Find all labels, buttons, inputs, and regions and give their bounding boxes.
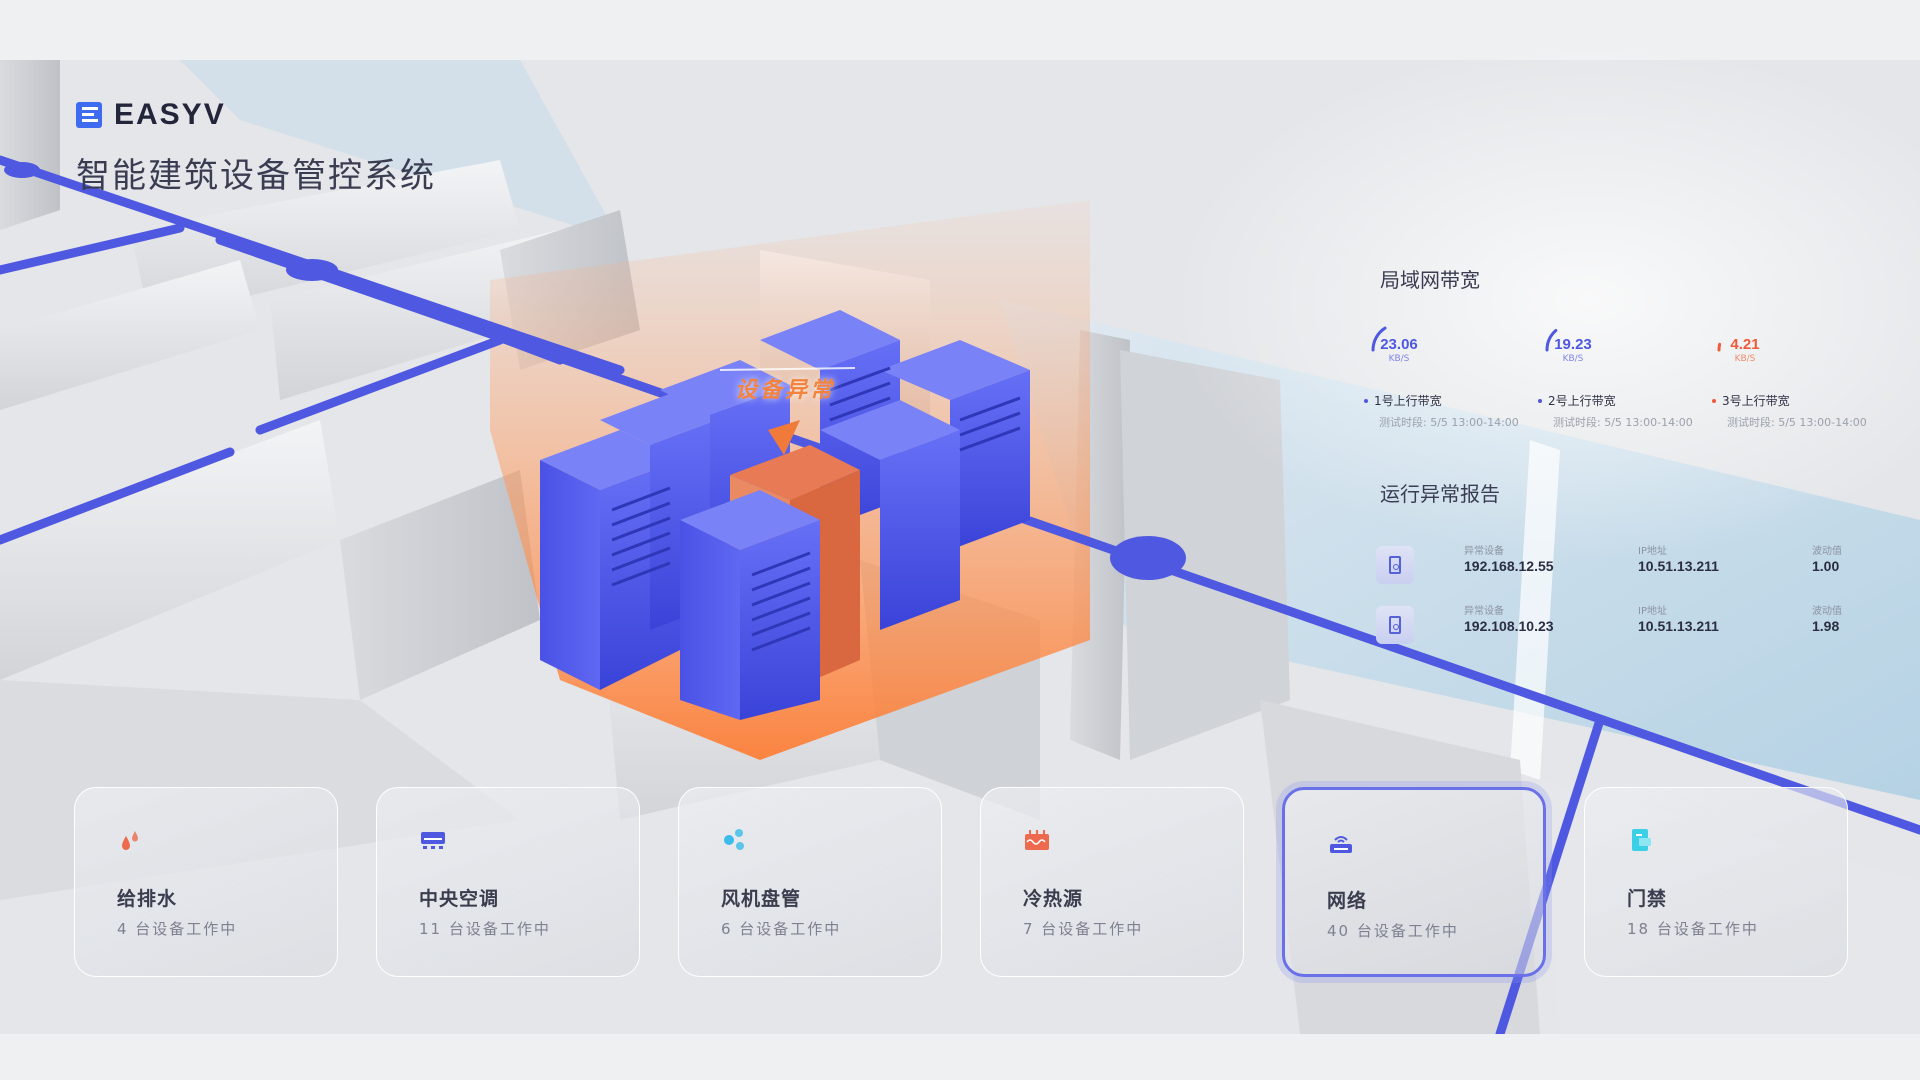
status-dot <box>1712 398 1716 403</box>
card-heat-source[interactable]: 冷热源 7 台设备工作中 <box>980 787 1244 977</box>
card-network[interactable]: 网络 40 台设备工作中 <box>1282 787 1546 977</box>
bandwidth-gauge-3: 4.21 KB/S <box>1705 318 1785 378</box>
brand-logo: EASYV <box>76 98 226 132</box>
report-panel-title: 运行异常报告 <box>1380 482 1500 506</box>
bandwidth-period-3: 测试时段: 5/5 13:00-14:00 <box>1727 416 1867 429</box>
gauge-unit: KB/S <box>1734 354 1756 364</box>
card-title: 给排水 <box>117 888 178 910</box>
device-value: 192.168.12.55 <box>1464 558 1554 574</box>
bandwidth-label-text: 1号上行带宽 <box>1374 394 1442 408</box>
ip-value: 10.51.13.211 <box>1638 558 1719 574</box>
fluct-value: 1.00 <box>1812 558 1840 574</box>
ip-col-label: IP地址 <box>1638 546 1667 557</box>
gauge-value: 4.21 <box>1730 336 1760 353</box>
card-access-control[interactable]: 门禁 18 台设备工作中 <box>1584 787 1848 977</box>
page-title: 智能建筑设备管控系统 <box>76 156 436 196</box>
fluct-value: 1.98 <box>1812 618 1840 634</box>
report-row[interactable]: 异常设备 192.168.12.55 IP地址 10.51.13.211 波动值… <box>1370 542 1890 592</box>
card-title: 门禁 <box>1627 888 1668 910</box>
card-title: 风机盘管 <box>721 888 802 910</box>
device-col-label: 异常设备 <box>1464 606 1504 617</box>
bandwidth-label-text: 3号上行带宽 <box>1722 394 1790 408</box>
gauge-unit: KB/S <box>1562 354 1584 364</box>
card-subtitle: 18 台设备工作中 <box>1627 920 1759 938</box>
gauge-unit: KB/S <box>1388 354 1410 364</box>
card-fan-coil[interactable]: 风机盘管 6 台设备工作中 <box>678 787 942 977</box>
fan-coil-icon <box>724 829 744 850</box>
gauge-arc <box>1545 328 1558 352</box>
status-dot <box>1364 398 1368 403</box>
access-card-icon <box>1632 829 1651 851</box>
gauge-arc <box>1717 342 1722 352</box>
bandwidth-period-2: 测试时段: 5/5 13:00-14:00 <box>1553 416 1693 429</box>
gauge-fill-arc <box>1545 328 1558 352</box>
air-conditioner-icon <box>421 832 445 849</box>
bandwidth-period-1: 测试时段: 5/5 13:00-14:00 <box>1379 416 1519 429</box>
gauge-value: 19.23 <box>1554 336 1592 353</box>
report-row[interactable]: 异常设备 192.108.10.23 IP地址 10.51.13.211 波动值… <box>1370 602 1890 652</box>
card-water-supply[interactable]: 给排水 4 台设备工作中 <box>74 787 338 977</box>
bandwidth-label-1: 1号上行带宽 <box>1364 392 1442 409</box>
card-subtitle: 11 台设备工作中 <box>419 920 551 938</box>
fluct-col-label: 波动值 <box>1812 546 1842 557</box>
bandwidth-label-text: 2号上行带宽 <box>1548 394 1616 408</box>
bandwidth-label-3: 3号上行带宽 <box>1712 392 1790 409</box>
card-title: 冷热源 <box>1023 888 1084 910</box>
card-subtitle: 6 台设备工作中 <box>721 920 842 938</box>
device-alert-label: 设备异常 <box>735 378 836 403</box>
bandwidth-panel-title: 局域网带宽 <box>1380 268 1480 292</box>
gauge-arc <box>1371 326 1387 352</box>
brand-name: EASYV <box>114 98 226 131</box>
gauge-value: 23.06 <box>1380 336 1418 353</box>
heat-source-icon <box>1025 830 1049 850</box>
card-subtitle: 4 台设备工作中 <box>117 920 238 938</box>
easyv-logo-icon <box>76 102 102 128</box>
water-drops-icon <box>122 831 138 850</box>
bandwidth-label-2: 2号上行带宽 <box>1538 392 1616 409</box>
fluct-col-label: 波动值 <box>1812 606 1842 617</box>
bandwidth-gauge-2: 19.23 KB/S <box>1533 318 1613 378</box>
router-icon <box>1330 836 1352 853</box>
device-icon <box>1376 546 1414 584</box>
gauge-fill-arc <box>1371 326 1387 352</box>
card-subtitle: 40 台设备工作中 <box>1327 922 1459 940</box>
gauge-fill-arc <box>1717 342 1722 352</box>
ip-value: 10.51.13.211 <box>1638 618 1719 634</box>
card-central-ac[interactable]: 中央空调 11 台设备工作中 <box>376 787 640 977</box>
bandwidth-gauge-1: 23.06 KB/S <box>1359 318 1439 378</box>
device-icon <box>1376 606 1414 644</box>
card-subtitle: 7 台设备工作中 <box>1023 920 1144 938</box>
device-value: 192.108.10.23 <box>1464 618 1554 634</box>
status-dot <box>1538 398 1542 403</box>
card-title: 中央空调 <box>419 888 500 910</box>
device-col-label: 异常设备 <box>1464 546 1504 557</box>
card-title: 网络 <box>1327 890 1368 912</box>
ip-col-label: IP地址 <box>1638 606 1667 617</box>
